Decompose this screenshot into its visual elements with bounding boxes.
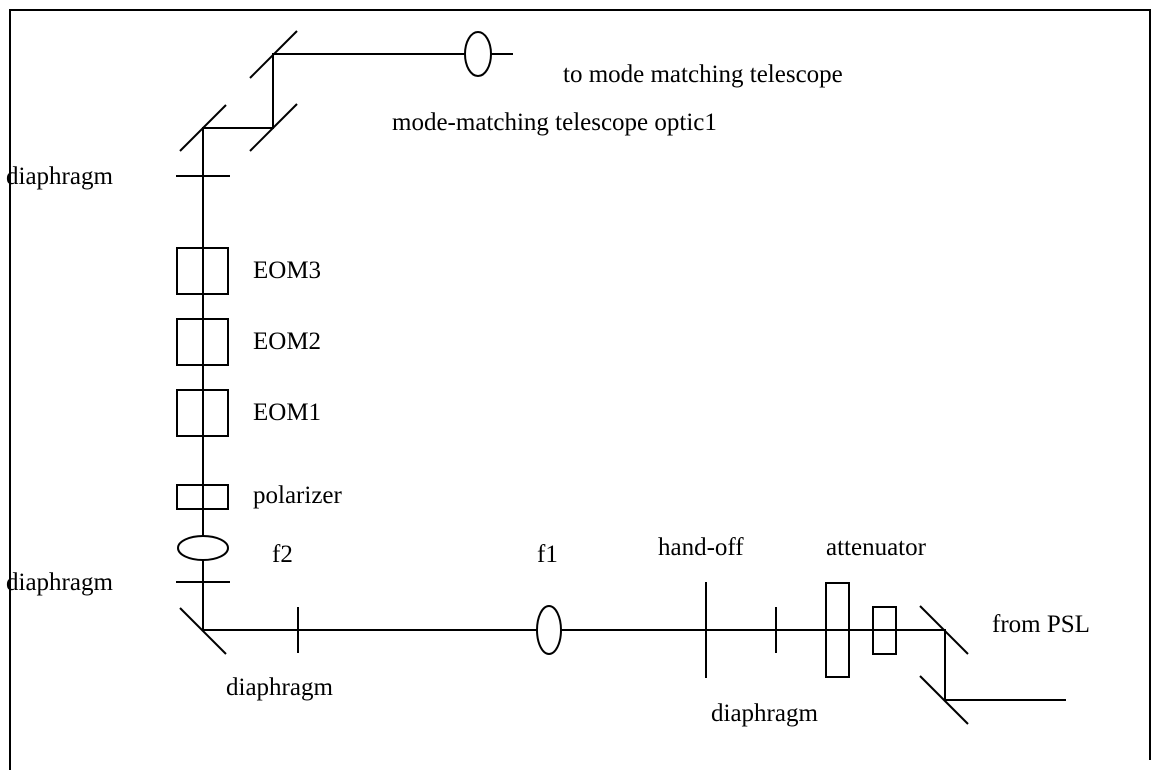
diaphragm-bottom-right-label: diaphragm [711,700,818,727]
polarizer-label: polarizer [253,482,343,509]
f2-lens-icon [177,535,229,561]
polarizer [176,484,229,510]
eom1-label: EOM1 [253,399,321,426]
hand-off-label: hand-off [658,534,744,561]
mirror-top-a [249,30,298,79]
eom2 [176,318,229,366]
eom1 [176,389,229,437]
f2-label: f2 [272,541,293,568]
diaphragm-left-label: diaphragm [6,569,113,596]
f1-label: f1 [537,541,558,568]
diaphragm-top-label: diaphragm [6,163,113,190]
beam-line-main [202,53,1066,701]
diagram-frame [9,9,1151,770]
beam-path [202,53,1066,701]
eom3-label: EOM3 [253,257,321,284]
eom3 [176,247,229,295]
mirror-left-upper [179,104,227,152]
telescope-optic-label: mode-matching telescope optic1 [392,109,717,136]
telescope-lens-icon [464,31,492,77]
from-psl-label: from PSL [992,611,1090,638]
attenuator-label: attenuator [826,534,927,561]
diaphragms [176,175,777,678]
mirror-from-psl-upper [919,605,969,655]
mirror-corner-bottom-left [179,607,227,655]
attenuator [825,582,897,678]
mirrors [179,30,969,725]
diaphragm-bottom-left-label: diaphragm [226,674,333,701]
mirror-top-b [249,103,298,152]
to-telescope-label: to mode matching telescope [563,61,843,88]
mirror-from-psl-lower [919,675,969,725]
f1-lens-icon [536,605,562,655]
eom2-label: EOM2 [253,328,321,355]
